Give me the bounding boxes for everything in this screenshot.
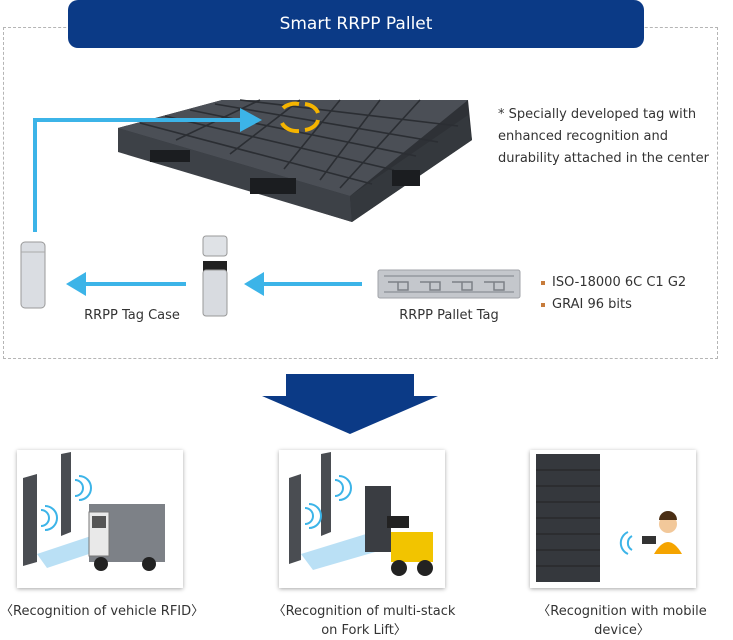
bullet-icon bbox=[541, 281, 545, 285]
forklift-caption-line1: 〈Recognition of multi-stack bbox=[272, 604, 456, 619]
vehicle-caption: 〈Recognition of vehicle RFID〉 bbox=[0, 604, 205, 619]
forklift-caption-line2: on Fork Lift〉 bbox=[321, 623, 407, 638]
tag-to-case-arrow bbox=[244, 272, 362, 296]
case-to-pallet-arrow bbox=[33, 108, 262, 232]
tag-location-highlight bbox=[280, 101, 320, 134]
forklift-photo bbox=[279, 450, 445, 588]
rfid-inlay-image bbox=[377, 269, 521, 299]
vehicle-rfid-photo bbox=[17, 450, 183, 588]
tag-case-assembled-image bbox=[20, 241, 46, 309]
tag-specs: ISO-18000 6C C1 G2 GRAI 96 bits bbox=[541, 272, 686, 316]
bullet-icon bbox=[541, 303, 545, 307]
vehicle-rfid-illustration bbox=[23, 452, 165, 571]
page-title: Smart RRPP Pallet bbox=[68, 0, 644, 48]
title-text: Smart RRPP Pallet bbox=[279, 14, 433, 34]
mobile-caption: 〈Recognition with mobile device〉 bbox=[537, 604, 707, 638]
forklift-illustration bbox=[289, 452, 433, 576]
pallet-tag-label: RRPP Pallet Tag bbox=[399, 308, 499, 323]
tag-case-parts-image bbox=[202, 235, 228, 317]
big-down-arrow bbox=[262, 374, 438, 434]
case-to-assembled-arrow bbox=[66, 272, 186, 296]
spec-item: GRAI 96 bits bbox=[541, 294, 686, 316]
tag-note: * Specially developed tag with enhanced … bbox=[498, 107, 709, 166]
spec-text: ISO-18000 6C C1 G2 bbox=[552, 275, 687, 290]
tag-case-label: RRPP Tag Case bbox=[84, 308, 180, 323]
spec-text: GRAI 96 bits bbox=[552, 297, 632, 312]
mobile-device-photo bbox=[530, 450, 696, 588]
pallet-image bbox=[118, 99, 472, 222]
spec-item: ISO-18000 6C C1 G2 bbox=[541, 272, 686, 294]
mobile-device-illustration bbox=[536, 454, 682, 582]
